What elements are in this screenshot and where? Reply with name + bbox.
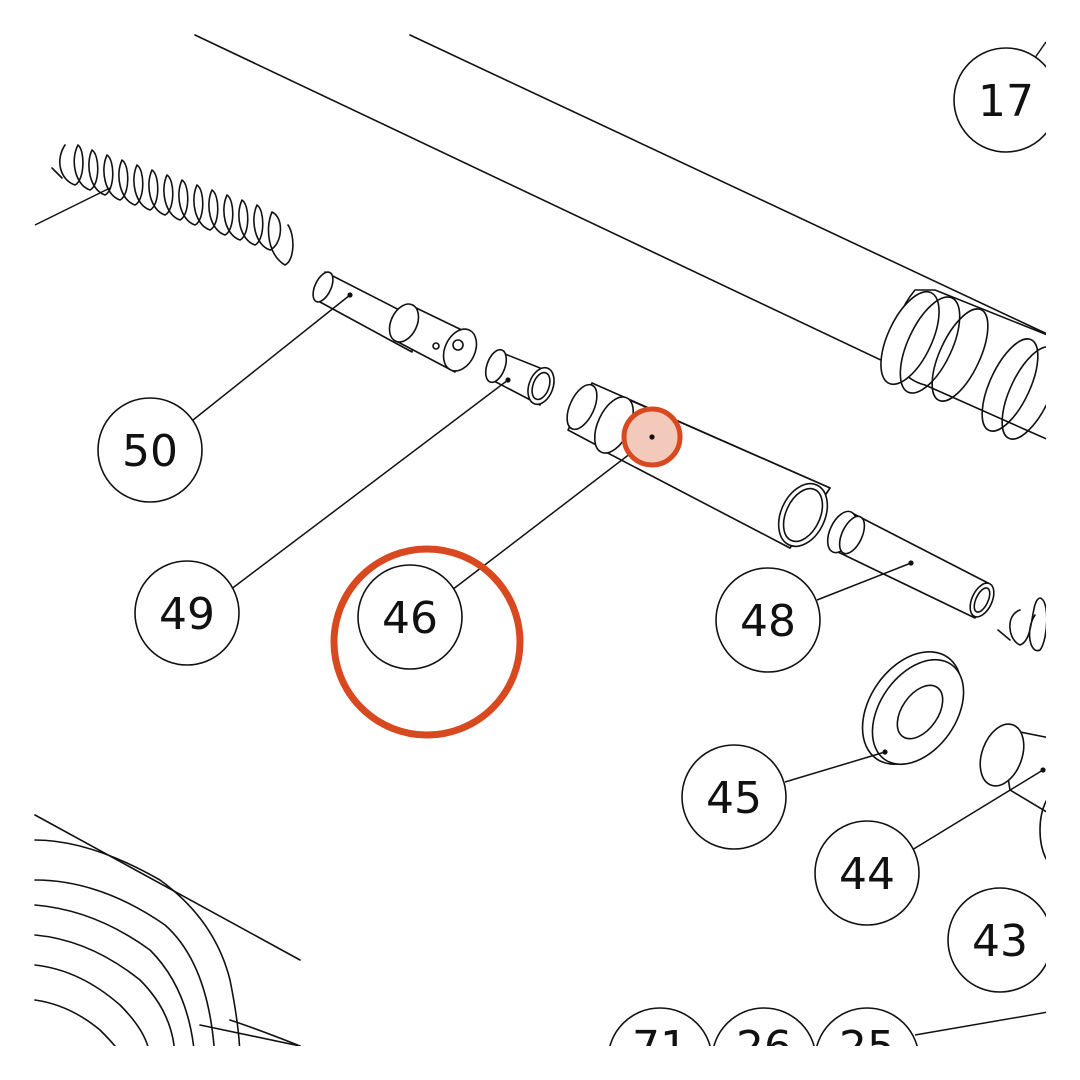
dot-50 — [347, 292, 353, 298]
leader-dots — [347, 292, 1046, 773]
sleeve-tube-part — [566, 382, 831, 549]
dot-48 — [908, 560, 914, 566]
leader-25 — [914, 1011, 1046, 1036]
svg-text:50: 50 — [122, 426, 178, 477]
svg-text:26: 26 — [736, 1022, 792, 1073]
small-spring-part — [997, 597, 1046, 652]
leader-45 — [784, 751, 886, 783]
callout-50: 50 — [97, 397, 203, 503]
svg-text:25: 25 — [839, 1022, 895, 1073]
callout-44: 44 — [814, 820, 920, 926]
flanged-pin-part — [826, 510, 995, 619]
svg-text:45: 45 — [706, 773, 762, 824]
callout-46: 46 — [357, 564, 463, 670]
dot-45 — [882, 749, 888, 755]
leader-48 — [816, 562, 912, 601]
callout-48: 48 — [715, 567, 821, 673]
cylinder-part — [979, 723, 1046, 861]
bushing-part — [484, 348, 555, 406]
leader-50 — [192, 294, 351, 421]
stepped-pin-part — [312, 271, 478, 373]
callout-25: 25 — [816, 1007, 918, 1073]
dot-44 — [1040, 767, 1046, 773]
dot-49 — [505, 377, 511, 383]
svg-text:49: 49 — [159, 589, 215, 640]
highlight-ring — [330, 545, 524, 739]
dot-46 — [649, 434, 655, 440]
coil-spring-part — [34, 144, 294, 266]
leader-44 — [911, 769, 1044, 851]
highlight-46 — [621, 406, 683, 468]
callout-43: 43 — [947, 887, 1046, 993]
housing-part — [34, 814, 301, 1046]
svg-text:17: 17 — [978, 76, 1034, 127]
washer-part — [861, 650, 965, 766]
svg-text:48: 48 — [740, 596, 796, 647]
callout-49: 49 — [134, 560, 240, 666]
svg-text:43: 43 — [972, 916, 1028, 967]
svg-text:44: 44 — [839, 849, 895, 900]
leader-46 — [451, 436, 653, 591]
barrel-rod-part — [194, 34, 1046, 440]
callout-26: 26 — [713, 1007, 815, 1073]
svg-text:71: 71 — [632, 1022, 688, 1073]
svg-text:46: 46 — [382, 593, 438, 644]
callout-71: 71 — [609, 1007, 711, 1073]
callout-17: 17 — [953, 47, 1046, 153]
leader-49 — [229, 379, 509, 591]
callout-45: 45 — [681, 744, 787, 850]
leader-lines — [192, 294, 1046, 1036]
